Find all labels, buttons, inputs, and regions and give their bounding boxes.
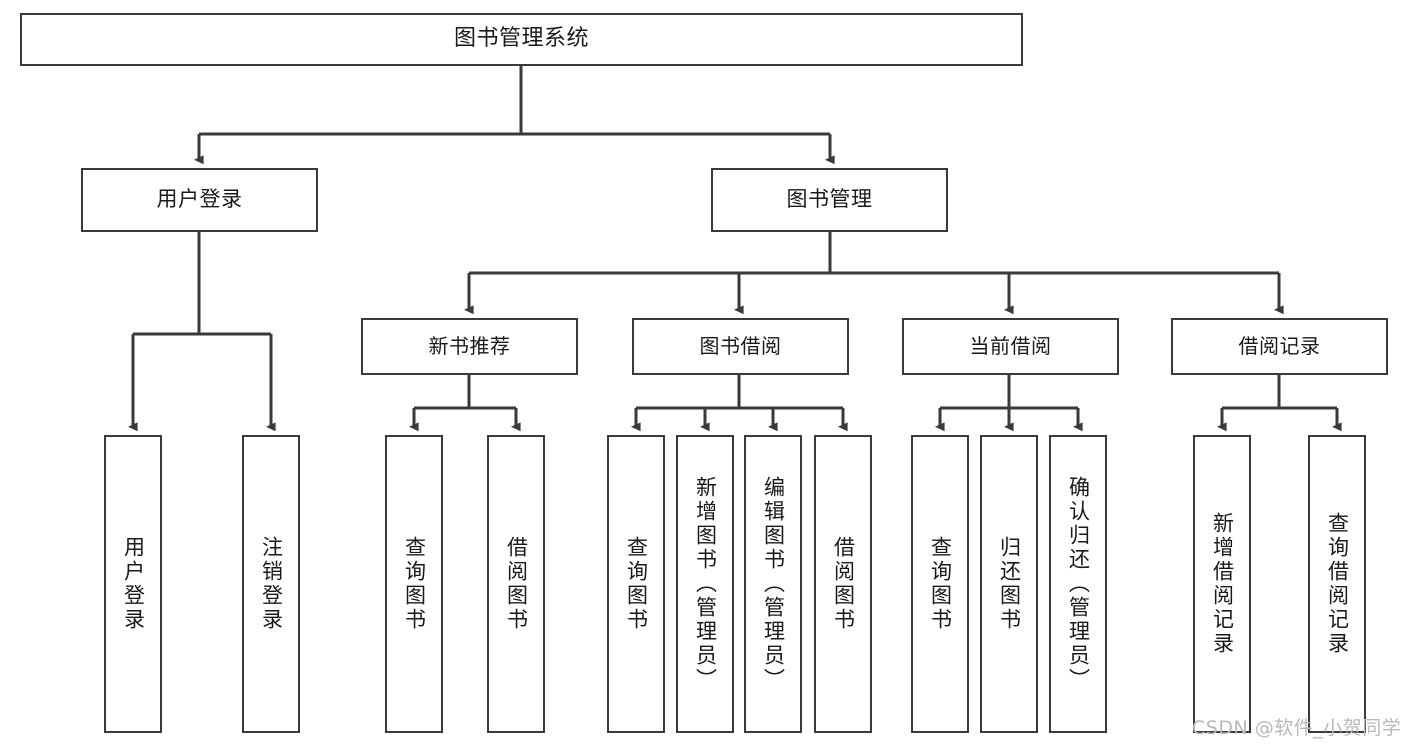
node-label: 图书管理系统 — [453, 26, 589, 52]
node-book-borrow[interactable]: 图书借阅 — [632, 318, 849, 375]
node-label: 用户登录 — [156, 187, 243, 212]
node-label: 注销登录 — [259, 536, 284, 632]
leaf-user-login-login[interactable]: 用户登录 — [104, 435, 162, 733]
leaf-current-borrow-confirm-return[interactable]: 确认归还（管理员） — [1049, 435, 1107, 733]
leaf-book-borrow-query[interactable]: 查询图书 — [607, 435, 665, 733]
leaf-book-borrow-borrow[interactable]: 借阅图书 — [814, 435, 872, 733]
node-label: 确认归还（管理员） — [1066, 476, 1091, 692]
leaf-book-borrow-edit[interactable]: 编辑图书（管理员） — [744, 435, 802, 733]
node-book-management[interactable]: 图书管理 — [711, 168, 948, 232]
node-label: 借阅图书 — [831, 536, 856, 632]
leaf-borrow-record-add[interactable]: 新增借阅记录 — [1193, 435, 1251, 733]
leaf-borrow-record-query[interactable]: 查询借阅记录 — [1308, 435, 1366, 733]
node-label: 图书借阅 — [699, 334, 782, 359]
node-label: 新增图书（管理员） — [693, 476, 718, 692]
node-label: 编辑图书（管理员） — [761, 476, 786, 692]
node-label: 查询图书 — [624, 536, 649, 632]
leaf-new-book-borrow[interactable]: 借阅图书 — [487, 435, 545, 733]
node-label: 用户登录 — [121, 536, 146, 632]
leaf-new-book-query[interactable]: 查询图书 — [385, 435, 443, 733]
node-new-book-recommend[interactable]: 新书推荐 — [361, 318, 578, 375]
leaf-current-borrow-query[interactable]: 查询图书 — [911, 435, 969, 733]
node-label: 归还图书 — [997, 536, 1022, 632]
node-current-borrow[interactable]: 当前借阅 — [902, 318, 1119, 375]
node-label: 查询图书 — [402, 536, 427, 632]
node-user-login[interactable]: 用户登录 — [81, 168, 318, 232]
node-borrow-record[interactable]: 借阅记录 — [1171, 318, 1388, 375]
leaf-current-borrow-return[interactable]: 归还图书 — [980, 435, 1038, 733]
node-label: 当前借阅 — [969, 334, 1052, 359]
node-label: 新增借阅记录 — [1210, 512, 1235, 656]
node-label: 新书推荐 — [428, 334, 511, 359]
node-label: 查询图书 — [928, 536, 953, 632]
node-label: 图书管理 — [786, 187, 873, 212]
node-root-system[interactable]: 图书管理系统 — [20, 13, 1023, 66]
node-label: 借阅图书 — [504, 536, 529, 632]
node-label: 查询借阅记录 — [1325, 512, 1350, 656]
node-label: 借阅记录 — [1238, 334, 1321, 359]
leaf-book-borrow-add[interactable]: 新增图书（管理员） — [676, 435, 734, 733]
leaf-user-login-logout[interactable]: 注销登录 — [242, 435, 300, 733]
watermark-text: CSDN @软件_小贺同学 — [1192, 717, 1402, 739]
